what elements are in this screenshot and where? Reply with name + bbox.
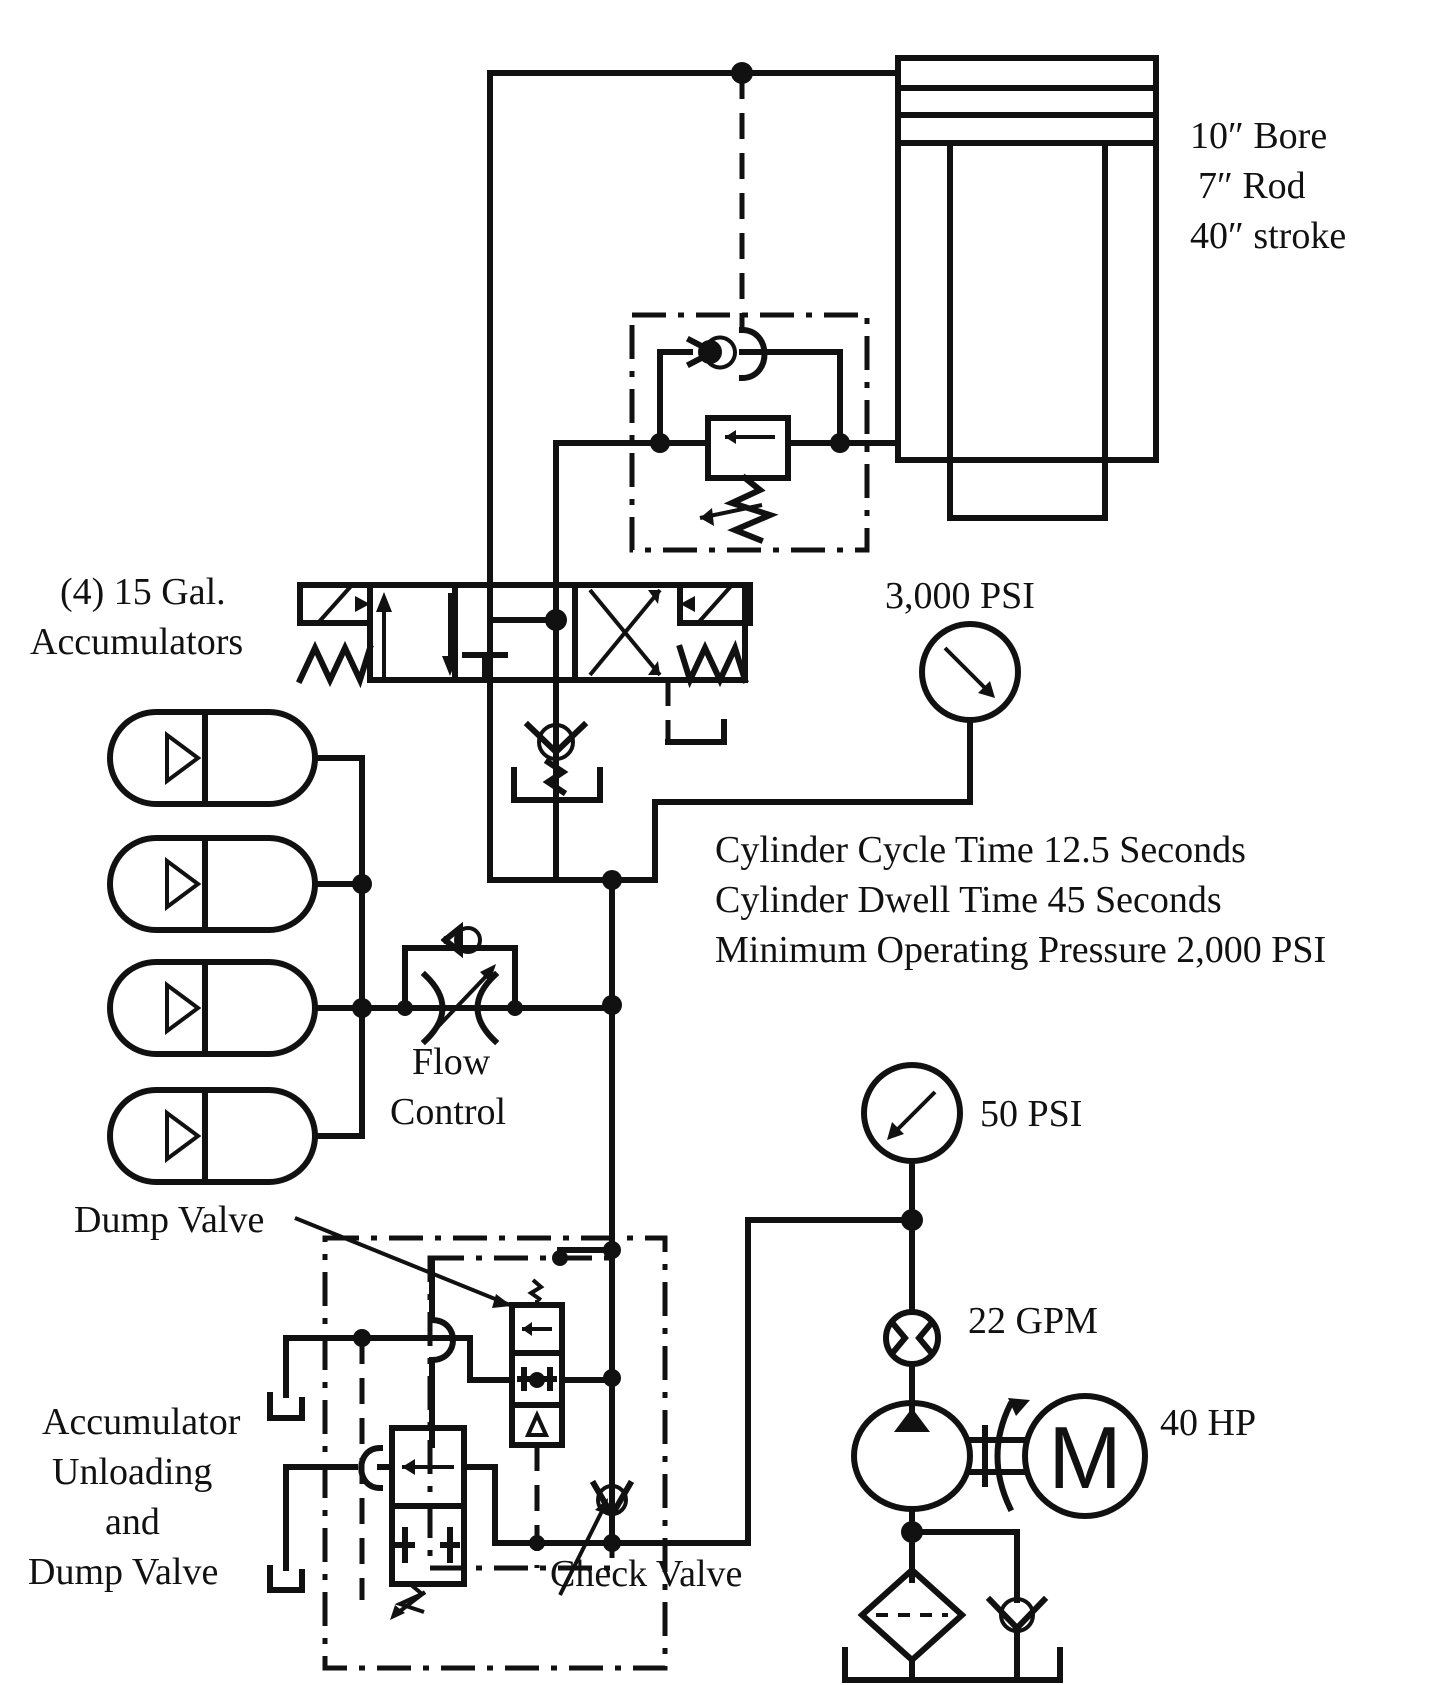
unloading-label-line3: and [105, 1501, 160, 1543]
unloading-valve [389, 1425, 467, 1620]
low-pressure-gauge [861, 1062, 963, 1313]
dwell-time-note: Cylinder Dwell Time 45 Seconds [715, 879, 1222, 921]
accumulator-bank [107, 709, 372, 1185]
flow-meter [883, 1309, 941, 1418]
unloading-label-line2: Unloading [52, 1451, 212, 1493]
accumulator-3 [107, 959, 365, 1057]
electric-motor: M [1022, 1393, 1148, 1519]
motor-icon: M [1048, 1408, 1121, 1507]
high-pressure-gauge [487, 621, 1021, 883]
pump-supply-line [609, 1217, 915, 1546]
accumulator-2 [107, 835, 365, 933]
check-valve [558, 1479, 635, 1596]
pump [851, 1400, 973, 1583]
hydraulic-cylinder [895, 55, 1159, 521]
suction-filter [857, 1521, 1020, 1683]
dump-valve [509, 1278, 565, 1568]
cylinder-rod-label: 7″ Rod [1198, 165, 1306, 207]
unloading-label-line4: Dump Valve [28, 1551, 218, 1593]
flow-rate-label: 22 GPM [968, 1300, 1098, 1342]
high-pressure-gauge-label: 3,000 PSI [885, 575, 1035, 617]
directional-control-valve [296, 582, 753, 745]
unloading-label-line1: Accumulator [42, 1401, 241, 1443]
bypass-check-valve [985, 1595, 1049, 1683]
cycle-time-note: Cylinder Cycle Time 12.5 Seconds [715, 829, 1246, 871]
unloading-dump-valve-assembly [267, 1216, 668, 1671]
motor-power-label: 40 HP [1160, 1402, 1256, 1444]
accumulators-count-label: (4) 15 Gal. [60, 571, 226, 613]
flow-control-label-line2: Control [390, 1091, 506, 1133]
flow-control-valve [359, 921, 615, 1046]
accumulator-4 [107, 1087, 365, 1185]
counterbalance-valve [553, 312, 901, 883]
min-pressure-note: Minimum Operating Pressure 2,000 PSI [715, 929, 1326, 971]
flow-control-label-line1: Flow [412, 1041, 491, 1083]
check-valve-label: Check Valve [550, 1553, 742, 1595]
tank-check-valve [511, 677, 603, 803]
accumulator-1 [107, 709, 365, 807]
cylinder-stroke-label: 40″ stroke [1190, 215, 1346, 257]
cylinder-bore-label: 10″ Bore [1190, 115, 1327, 157]
reservoir [842, 1647, 1063, 1683]
pump-motor-coupling [967, 1398, 1030, 1513]
dump-valve-label: Dump Valve [74, 1199, 264, 1241]
low-pressure-gauge-label: 50 PSI [980, 1093, 1082, 1135]
accumulators-label: Accumulators [30, 621, 243, 663]
